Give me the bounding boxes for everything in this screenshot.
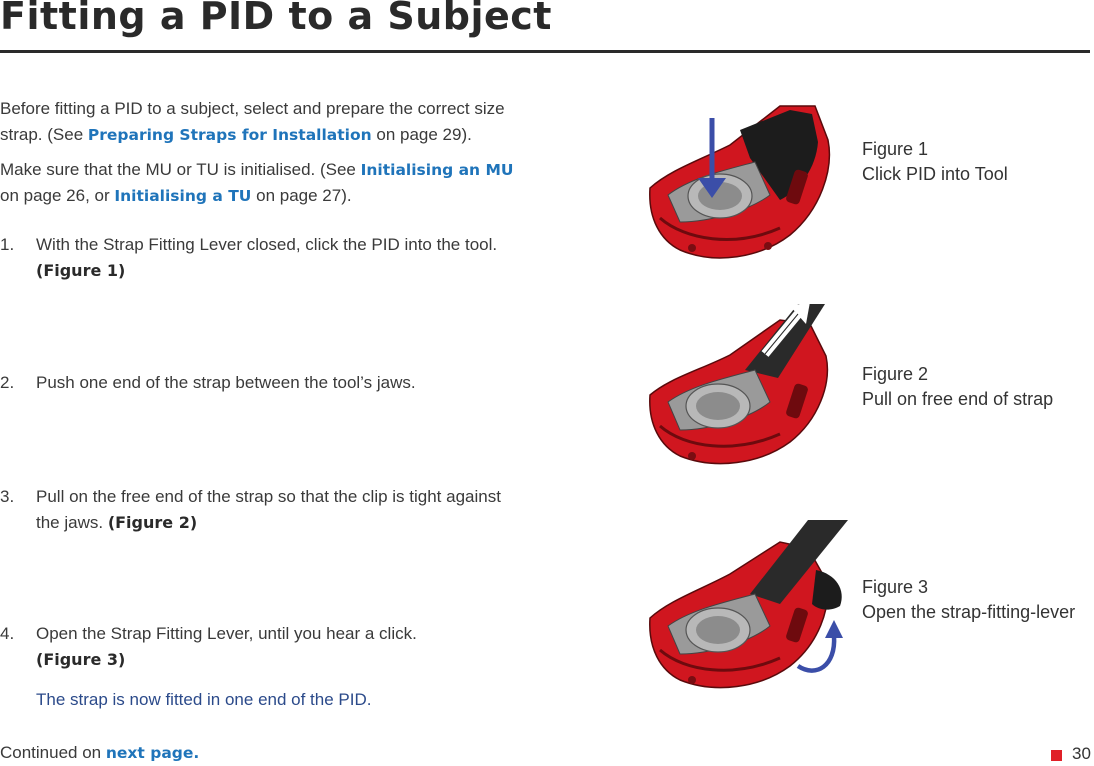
link-initialising-mu[interactable]: Initialising an MU <box>360 161 514 179</box>
title-rule <box>0 50 1090 53</box>
step-3: 3. Pull on the free end of the strap so … <box>0 484 520 544</box>
step-4: 4. Open the Strap Fitting Lever, until y… <box>0 621 520 681</box>
continued-label: Continued on <box>0 743 106 762</box>
page-number: 30 <box>1072 744 1091 763</box>
figure-3-caption: Figure 3 Open the strap-fitting-lever <box>862 575 1075 625</box>
step-number: 1. <box>0 235 15 254</box>
step-number: 4. <box>0 624 15 643</box>
link-initialising-tu[interactable]: Initialising a TU <box>114 187 252 205</box>
figure-ref: (Figure 3) <box>36 650 126 669</box>
step-2: 2. Push one end of the strap between the… <box>0 370 520 400</box>
step-text: With the Strap Fitting Lever closed, cli… <box>36 235 498 254</box>
figure-1-text: Click PID into Tool <box>862 164 1008 184</box>
figure-3-illustration <box>649 520 848 689</box>
intro-paragraph-2: Make sure that the MU or TU is initialis… <box>0 157 520 209</box>
step-text: Push one end of the strap between the to… <box>36 373 416 392</box>
page-title: Fitting a PID to a Subject <box>0 0 552 38</box>
step-1: 1. With the Strap Fitting Lever closed, … <box>0 232 520 292</box>
step-body: Open the Strap Fitting Lever, until you … <box>36 621 516 673</box>
intro-p1-after: on page 29). <box>371 125 472 144</box>
figure-1-caption: Figure 1 Click PID into Tool <box>862 137 1008 187</box>
intro-p2-mid: on page 26, or <box>0 186 115 205</box>
figure-2-caption: Figure 2 Pull on free end of strap <box>862 362 1053 412</box>
figure-3-text: Open the strap-fitting-lever <box>862 602 1076 622</box>
figure-2-label: Figure 2 <box>862 364 929 384</box>
step-number: 2. <box>0 373 15 392</box>
continued-note: Continued on next page. <box>0 740 400 766</box>
link-next-page[interactable]: next page. <box>105 744 200 762</box>
figure-ref: (Figure 2) <box>107 513 198 532</box>
step-body: With the Strap Fitting Lever closed, cli… <box>36 232 516 284</box>
figure-1-illustration <box>649 105 831 259</box>
figure-ref: (Figure 1) <box>36 261 126 280</box>
figure-1-label: Figure 1 <box>862 139 929 159</box>
link-preparing-straps[interactable]: Preparing Straps for Installation <box>87 126 372 144</box>
step-text: Pull on the free end of the strap so tha… <box>36 487 501 532</box>
step-body: Pull on the free end of the strap so tha… <box>36 484 516 536</box>
intro-p1-before: Before fitting a PID to a subject, selec… <box>0 99 505 144</box>
figure-3-label: Figure 3 <box>862 577 929 597</box>
intro-p2-before: Make sure that the MU or TU is initialis… <box>0 160 361 179</box>
page-marker-square <box>1051 750 1062 761</box>
figure-2-illustration <box>649 302 829 465</box>
figure-2-text: Pull on free end of strap <box>862 389 1054 409</box>
intro-p2-after: on page 27). <box>251 186 352 205</box>
step-number: 3. <box>0 487 15 506</box>
intro-paragraph-1: Before fitting a PID to a subject, selec… <box>0 96 520 148</box>
result-text: The strap is now fitted in one end of th… <box>36 690 372 709</box>
step-text: Open the Strap Fitting Lever, until you … <box>36 624 417 643</box>
step-body: Push one end of the strap between the to… <box>36 370 516 396</box>
